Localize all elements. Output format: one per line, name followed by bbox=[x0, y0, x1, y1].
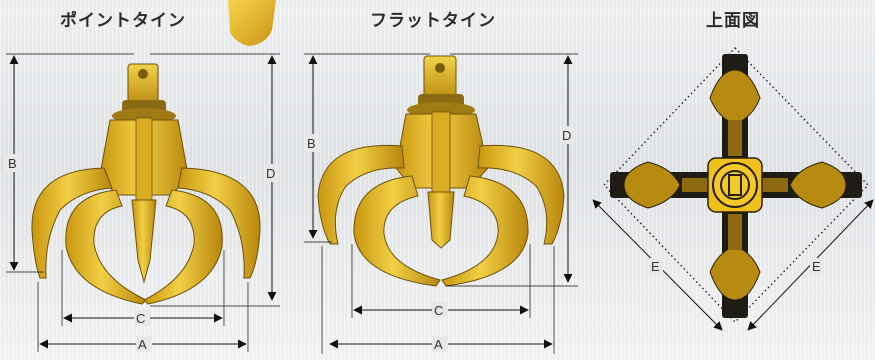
label-bg-b1 bbox=[6, 154, 20, 172]
title-top-view: 上面図 bbox=[706, 11, 760, 31]
dim-label-d-flat: D bbox=[562, 128, 571, 143]
top-view-grapple bbox=[603, 46, 869, 324]
label-bg-a1 bbox=[136, 336, 152, 352]
label-bg-c2 bbox=[432, 302, 448, 318]
dim-label-a: A bbox=[138, 337, 147, 352]
title-point-tine: ポイントタイン bbox=[60, 11, 186, 31]
label-bg-a2 bbox=[432, 336, 448, 352]
dim-label-b: B bbox=[8, 156, 17, 171]
dim-label-d: D bbox=[266, 166, 275, 181]
title-flat-tine: フラットタイン bbox=[370, 11, 496, 31]
dim-label-e-left: E bbox=[651, 259, 660, 274]
dim-label-b-flat: B bbox=[307, 136, 316, 151]
point-tine-grapple bbox=[31, 63, 261, 305]
label-bg-e1 bbox=[649, 258, 663, 274]
label-bg-d2 bbox=[561, 126, 575, 144]
dim-label-c: C bbox=[136, 311, 145, 326]
dim-label-c-flat: C bbox=[434, 303, 443, 318]
dim-label-a-flat: A bbox=[434, 337, 443, 352]
flat-tine-grapple bbox=[317, 55, 565, 287]
label-bg-d1 bbox=[265, 164, 279, 182]
dim-label-e-right: E bbox=[812, 259, 821, 274]
yellow-accent-tab bbox=[228, 0, 276, 46]
label-bg-b2 bbox=[305, 134, 319, 152]
label-bg-e2 bbox=[810, 258, 824, 274]
label-bg-c1 bbox=[134, 310, 150, 326]
